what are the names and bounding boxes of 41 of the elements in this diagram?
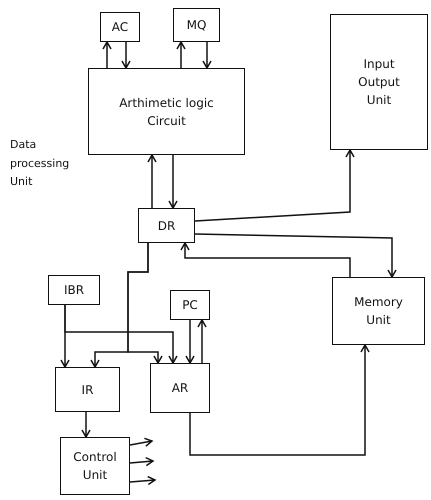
arrow [81, 412, 91, 438]
register-box [48, 275, 100, 305]
node-label: MQ [186, 17, 206, 34]
section-label: Data processing Unit [10, 137, 70, 190]
unit-box [88, 68, 245, 155]
register-box [170, 290, 210, 320]
node-label: Arthimetic logic Circuit [118, 94, 215, 130]
node-label: AC [112, 19, 128, 36]
register-box [173, 8, 220, 42]
node-label: IR [82, 382, 94, 398]
node-label: Control Unit [72, 449, 118, 484]
arrow [189, 344, 370, 456]
register-box [150, 363, 210, 413]
arrow [130, 438, 153, 447]
register-box [138, 208, 195, 243]
arrow [185, 320, 195, 364]
arrow [202, 42, 212, 69]
arrow [130, 476, 156, 486]
arrow [147, 154, 157, 208]
register-box [100, 12, 140, 42]
arrow [197, 319, 207, 363]
arrow [102, 41, 112, 68]
arrow [130, 456, 154, 466]
node-label: AR [172, 380, 188, 397]
arrow [176, 41, 186, 68]
node-label: Memory Unit [353, 294, 404, 329]
node-label: IBR [64, 282, 84, 299]
arrow [168, 155, 178, 209]
arrow [121, 42, 131, 69]
arrow [180, 242, 351, 277]
node-label: DR [158, 218, 176, 234]
arrow [194, 233, 397, 278]
arrow [194, 149, 355, 222]
arrow [64, 305, 178, 364]
register-box [55, 367, 120, 412]
node-label: Input Output Unit [357, 56, 401, 109]
unit-box [332, 277, 425, 345]
unit-box [60, 437, 130, 495]
node-label: PC [182, 297, 198, 314]
arrow [127, 243, 163, 364]
unit-box [330, 14, 428, 150]
